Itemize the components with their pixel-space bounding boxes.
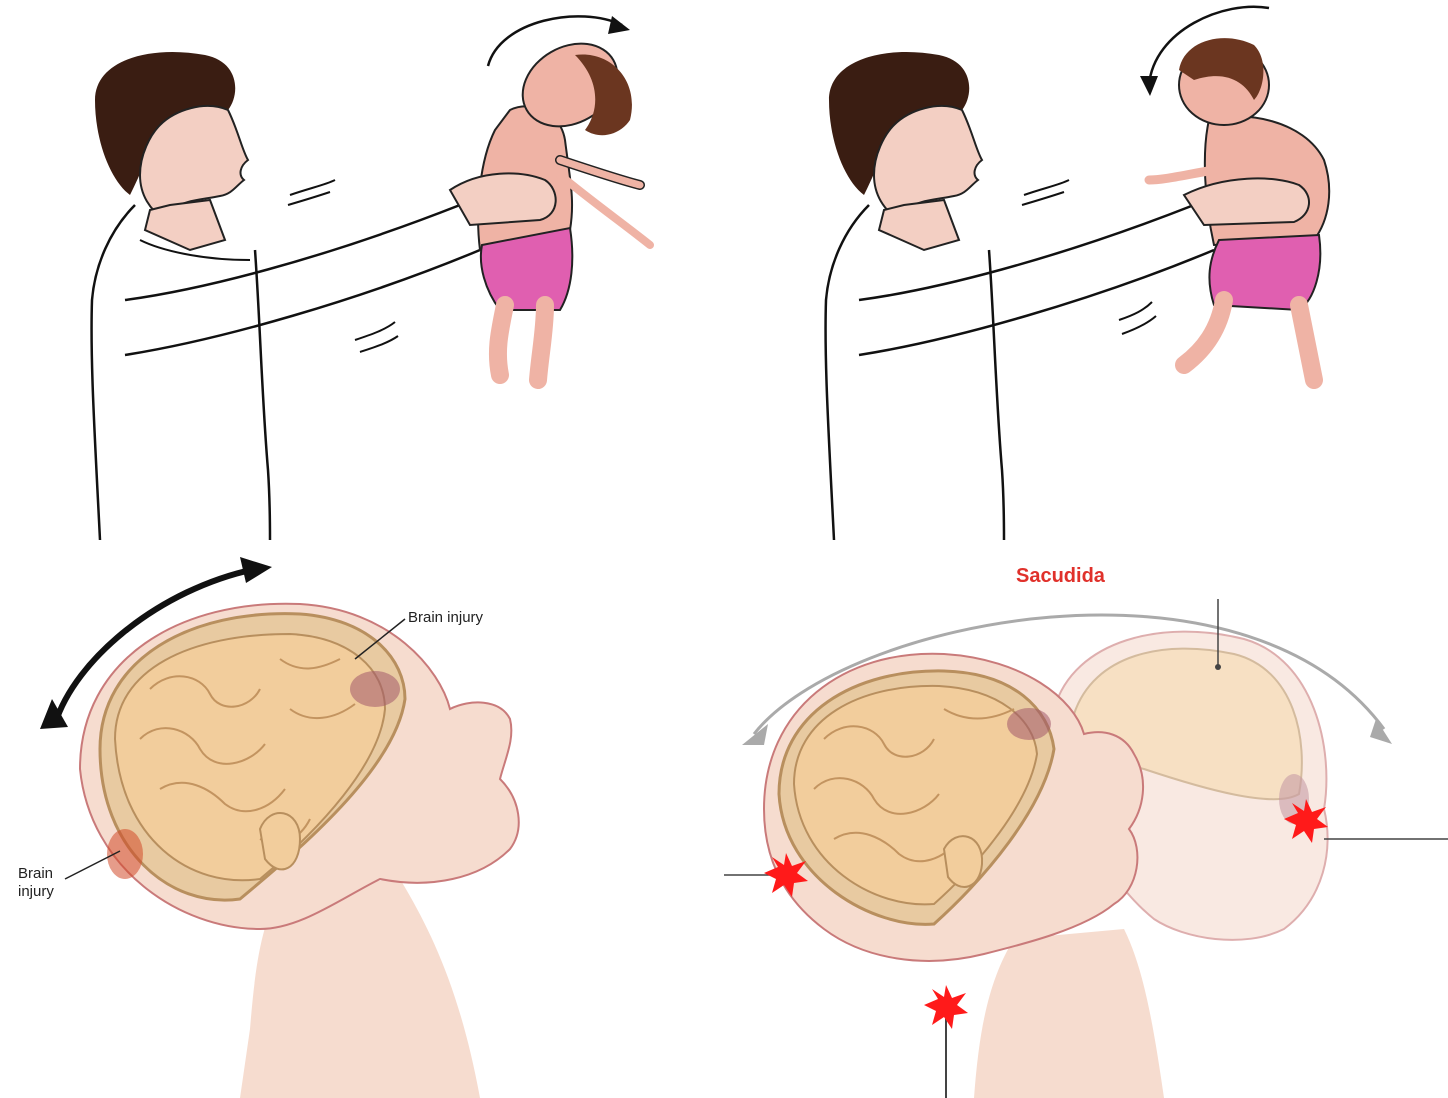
shaking-figure-1 [0,0,724,549]
brain-injury-diagram: Brain injury Brain injury [0,549,724,1098]
impact-star-back [764,853,808,897]
shaking-figure-2 [724,0,1448,549]
shaking-impact-diagram: Sacudida [724,549,1448,1098]
shaking-illustration-head-back [0,0,724,549]
impact-star-neck [924,985,968,1029]
shaking-illustration-head-forward [724,0,1448,549]
brain-injury-label-back-line1: Brain [18,865,53,882]
brain-injury-label-back-line2: injury [18,883,54,900]
brain-injury-label-back: Brain injury [18,865,54,901]
impact-star-front [1284,799,1328,843]
brain-injury-label-top: Brain injury [408,609,483,627]
impact-markers [724,549,1448,1098]
head-cross-section [0,549,724,1098]
